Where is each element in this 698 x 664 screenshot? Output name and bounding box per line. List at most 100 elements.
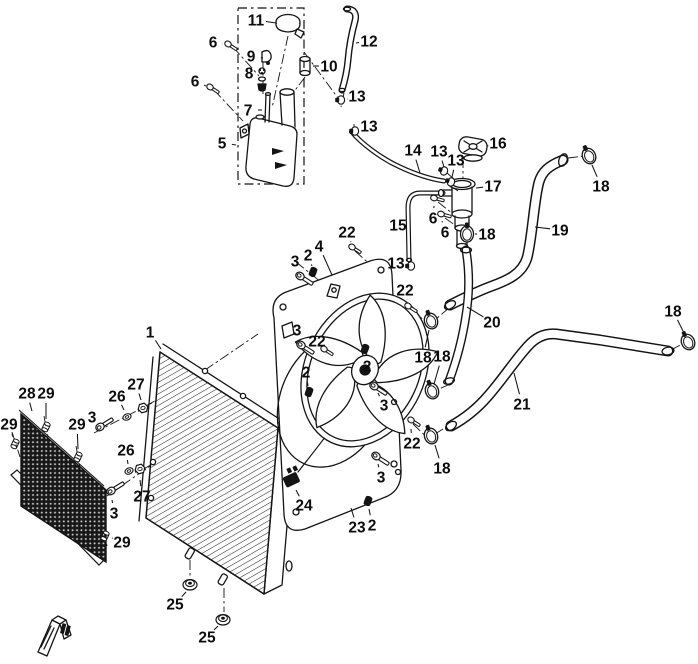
leader-line <box>441 160 445 168</box>
part-13-clamp <box>404 261 416 271</box>
grommets-part-25 <box>182 578 231 626</box>
part-11-reservoir-cap <box>275 13 305 39</box>
part-number-label: 26 <box>108 389 126 406</box>
part-number-label: 22 <box>396 283 413 300</box>
part-number-label: 7 <box>244 103 253 120</box>
part-1-radiator <box>138 343 297 595</box>
leader-line <box>111 499 114 504</box>
leader-line <box>475 186 484 189</box>
part-number-label: 18 <box>433 349 451 366</box>
front-direction-icon <box>37 615 72 657</box>
part-28-mesh-grille <box>10 409 107 566</box>
part-number-label: 18 <box>433 461 451 478</box>
leader-line <box>377 392 380 397</box>
leader-lines <box>11 20 685 631</box>
part-number-label: 22 <box>338 225 355 242</box>
part-2-damper <box>307 266 319 278</box>
part-number-label: 26 <box>117 443 135 460</box>
part-10-bushing <box>299 55 311 77</box>
part-number-label: 12 <box>360 34 377 51</box>
part-number-label: 18 <box>664 304 682 321</box>
leader-line <box>534 226 551 230</box>
part-27-nut <box>136 401 150 415</box>
leader-line <box>213 625 219 631</box>
leader-line <box>368 508 371 516</box>
part-9-elbow-fitting <box>261 49 272 65</box>
part-number-label: 3 <box>377 470 386 487</box>
part-number-label: 11 <box>248 13 265 30</box>
part-number-label: 2 <box>368 518 377 535</box>
part-number-label: 6 <box>429 211 438 228</box>
part-number-label: 2 <box>304 248 313 265</box>
part-8-valve-parts <box>257 67 267 92</box>
part-21-lower-radiator-hose <box>444 328 675 432</box>
part-22-screw <box>347 242 363 256</box>
part-25-grommet <box>215 613 231 626</box>
part-29-clip <box>72 450 84 464</box>
leader-line <box>355 41 360 44</box>
leader-line <box>513 372 521 395</box>
part-number-label: 13 <box>447 153 465 170</box>
part-number-label: 29 <box>68 417 86 434</box>
part-number-label: 18 <box>592 179 610 196</box>
part-number-label: 6 <box>441 225 450 242</box>
leader-line <box>424 329 430 348</box>
part-6-screw <box>205 82 221 96</box>
leader-line <box>203 84 207 87</box>
leader-line <box>138 393 142 401</box>
part-number-label: 21 <box>513 397 531 414</box>
leader-line <box>415 159 421 174</box>
part-number-label: 3 <box>293 323 302 340</box>
part-number-label: 29 <box>37 386 55 403</box>
part-number-label: 16 <box>489 136 507 153</box>
leader-line <box>306 381 309 387</box>
part-number-label: 25 <box>198 630 216 647</box>
leader-line <box>434 444 440 459</box>
part-18-clamp <box>676 328 698 353</box>
part-number-label: 9 <box>247 49 256 66</box>
part-number-label: 23 <box>348 520 366 537</box>
leader-line <box>126 459 129 465</box>
part-number-label: 3 <box>291 254 300 271</box>
part-number-label: 22 <box>308 334 325 351</box>
leader-line <box>350 507 355 518</box>
part-number-label: 6 <box>209 35 218 52</box>
part-number-label: 13 <box>360 119 378 136</box>
leader-line <box>377 463 380 468</box>
leader-line <box>451 169 455 178</box>
part-number-label: 6 <box>191 74 200 91</box>
part-number-label: 14 <box>404 143 422 160</box>
part-19-upper-radiator-hose <box>443 153 569 311</box>
part-7-reservoir-tank <box>239 88 298 187</box>
part-number-label: 13 <box>430 144 448 161</box>
part-number-label: 3 <box>88 410 97 427</box>
nuts-part-27 <box>133 401 150 476</box>
part-29-clip <box>40 420 52 434</box>
leader-line <box>433 365 440 385</box>
part-5-reservoir-assembly-box <box>237 7 305 185</box>
part-number-label: 13 <box>387 256 405 273</box>
part-number-label: 28 <box>18 386 36 403</box>
part-number-label: 29 <box>113 535 131 552</box>
part-20-filler-neck-hose <box>442 245 474 386</box>
leader-line <box>181 591 187 597</box>
part-number-label: 15 <box>389 218 407 235</box>
leader-line <box>310 264 313 267</box>
leader-line <box>322 254 333 276</box>
part-26-washer <box>123 465 135 477</box>
leader-line <box>11 433 14 438</box>
leader-line <box>265 20 277 24</box>
part-number-label: 19 <box>551 223 569 240</box>
part-6-screw <box>223 39 239 53</box>
part-number-label: 10 <box>320 59 337 76</box>
leader-line <box>591 164 598 178</box>
part-3-bolt <box>104 479 127 497</box>
part-13-clamp <box>334 95 346 105</box>
part-number-label: 25 <box>166 597 184 614</box>
part-number-label: 17 <box>484 179 501 196</box>
part-16-radiator-cap <box>458 136 488 162</box>
part-number-label: 3 <box>380 398 389 415</box>
part-number-label: 8 <box>245 66 254 83</box>
